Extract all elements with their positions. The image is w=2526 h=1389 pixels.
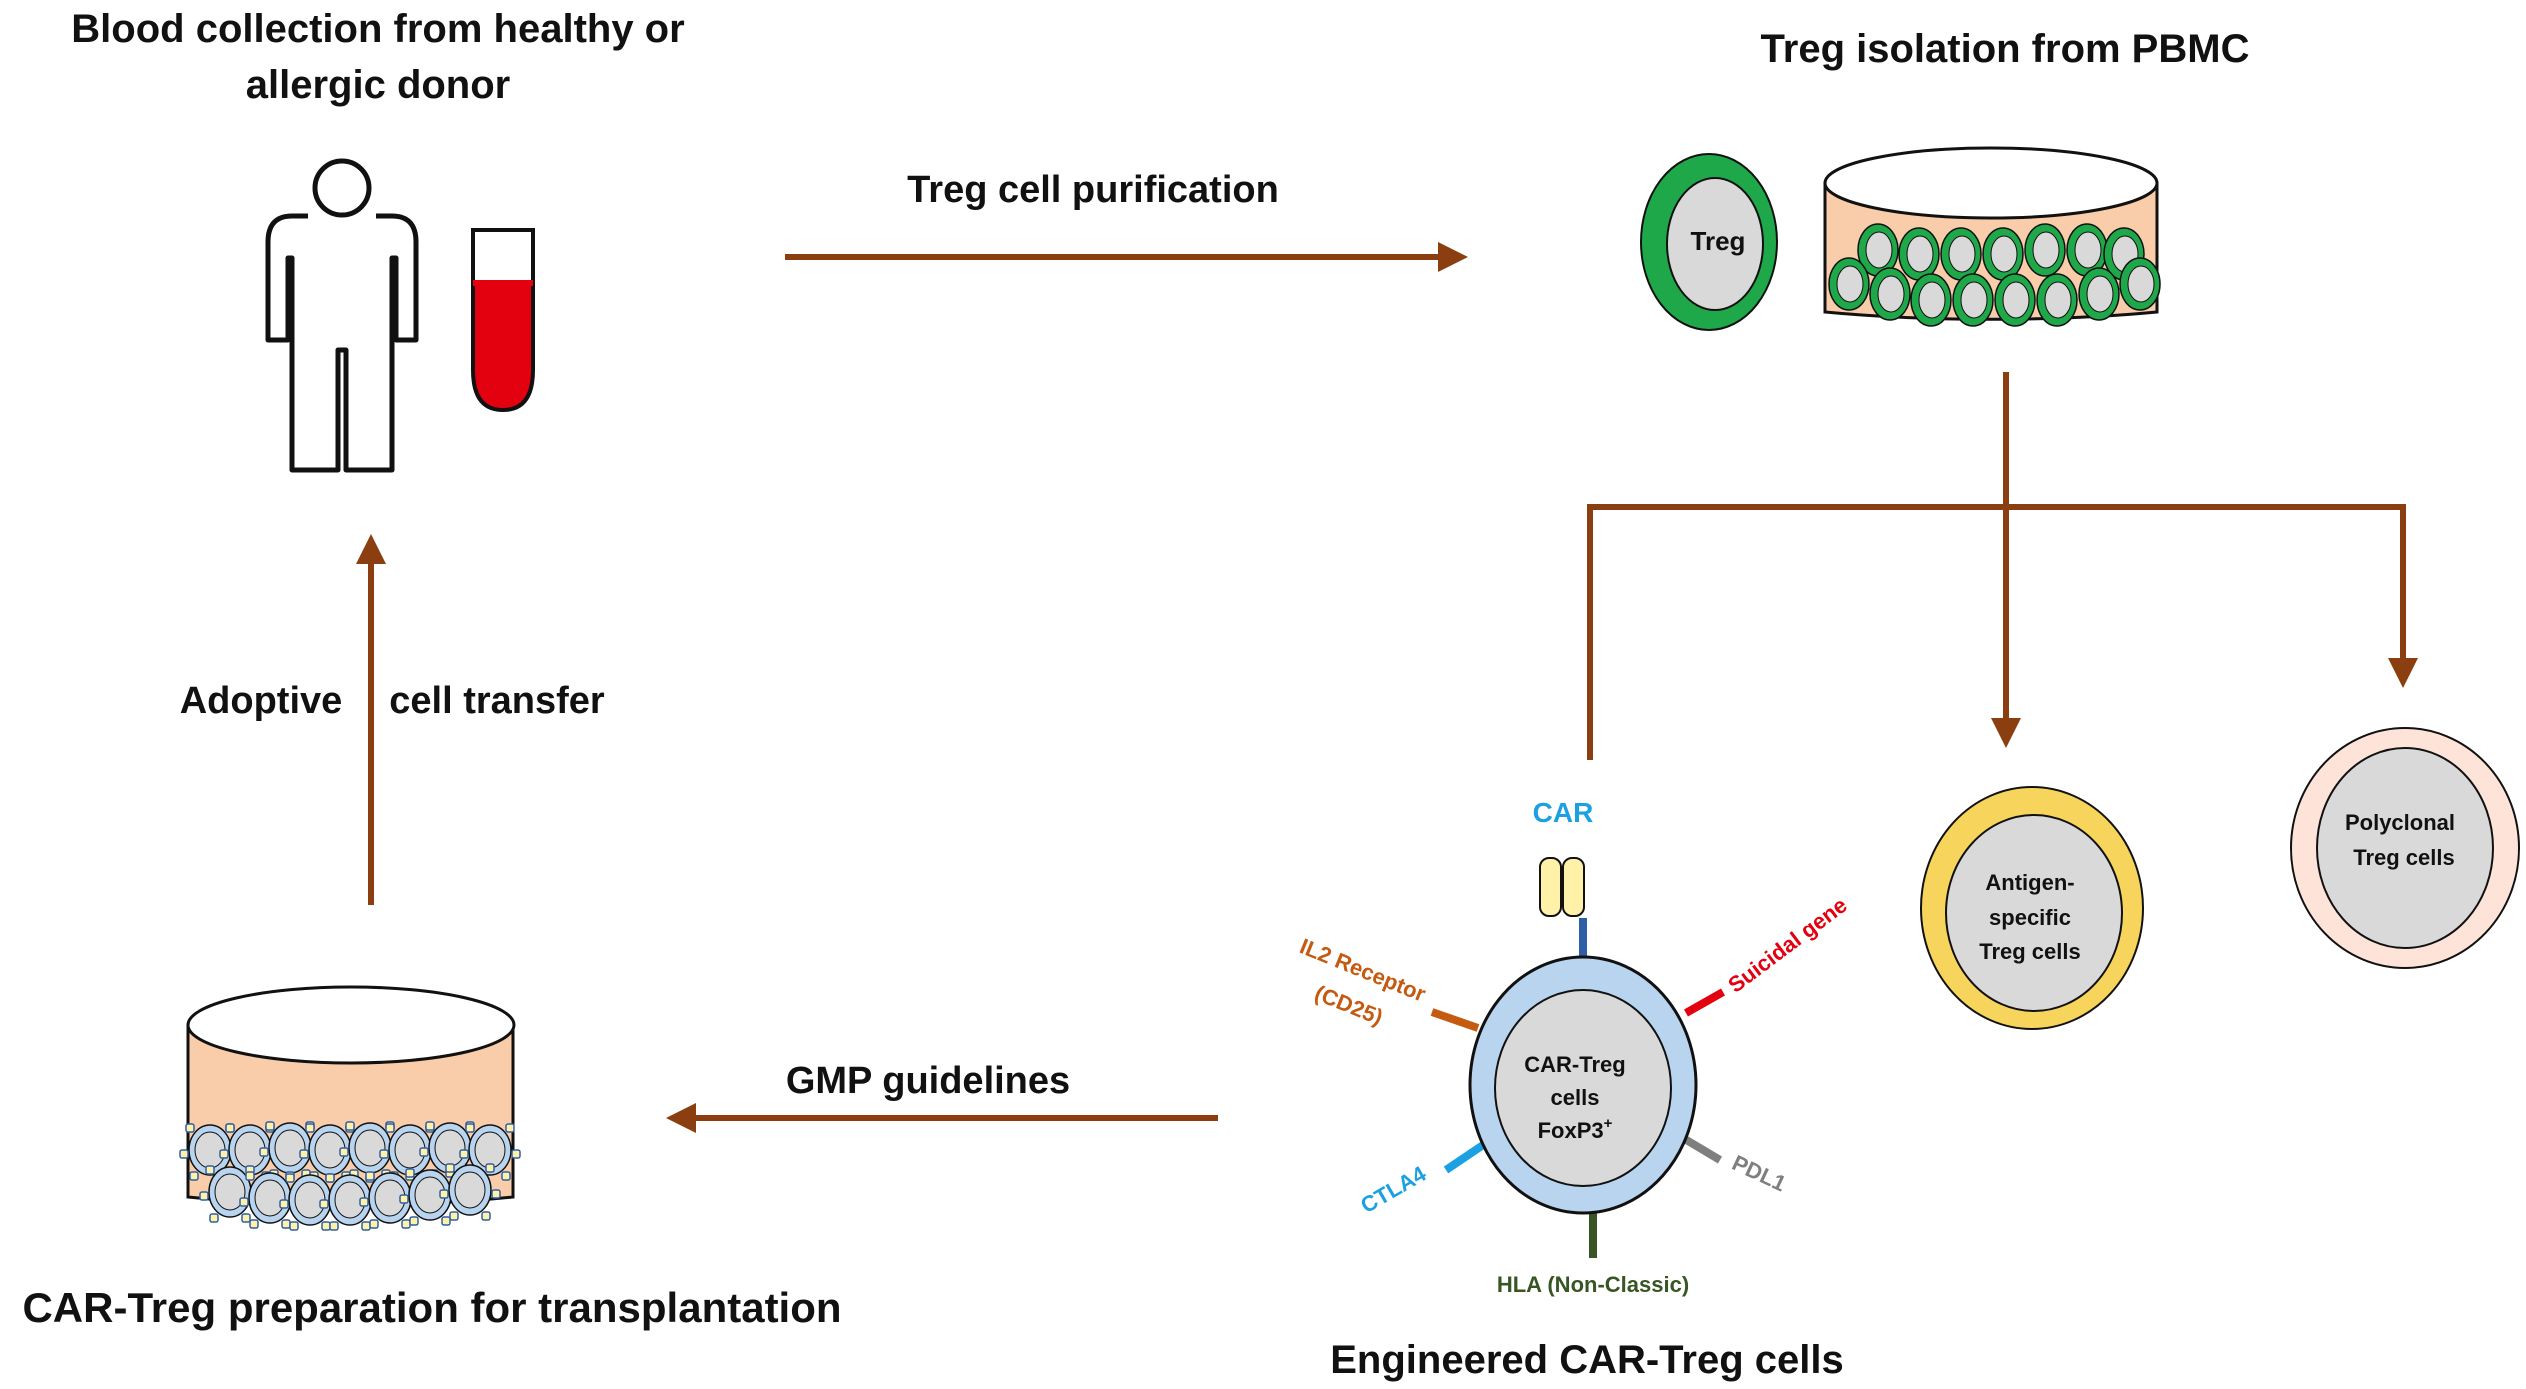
antigen-specific-label-line1: Antigen- (1985, 870, 2074, 895)
blood-tube-icon (471, 228, 535, 413)
car-treg-cell-cluster (179, 1121, 521, 1231)
car-treg-cell (1468, 955, 1698, 1215)
polyclonal-label-line1: Polyclonal (2345, 810, 2455, 835)
antigen-specific-treg-cell (1920, 786, 2144, 1030)
suicidal-gene-label: Suicidal gene (1723, 892, 1851, 997)
gmp-arrow-label: GMP guidelines (786, 1060, 1070, 1102)
car-treg-label-line3: FoxP3+ (1538, 1115, 1613, 1143)
treg-isolation-title: Treg isolation from PBMC (1761, 27, 2250, 71)
purification-arrow-label: Treg cell purification (907, 169, 1279, 211)
blood-collection-title-line2: allergic donor (246, 63, 511, 107)
car-treg-label-line1: CAR-Treg (1524, 1052, 1625, 1077)
car-treg-label-line2: cells (1551, 1085, 1600, 1110)
blood-collection-title-line1: Blood collection from healthy or (71, 7, 684, 51)
branch-arrows (1587, 372, 2418, 760)
treg-cell-label: Treg (1691, 226, 1746, 256)
pbmc-cell-cluster (1828, 223, 2161, 327)
adoptive-label: Adoptive (180, 680, 343, 722)
polyclonal-treg-cell (2290, 727, 2520, 969)
person-icon (265, 158, 419, 473)
car-receptor-icon (1539, 857, 1585, 917)
antigen-specific-label-line2: specific (1989, 905, 2071, 930)
treg-cell (1640, 153, 1778, 331)
pdl1-label: PDL1 (1728, 1150, 1790, 1196)
engineered-cells-title: Engineered CAR-Treg cells (1330, 1338, 1843, 1382)
car-label: CAR (1533, 797, 1594, 828)
cell-transfer-label: cell transfer (389, 680, 605, 722)
polyclonal-label-line2: Treg cells (2353, 845, 2455, 870)
receptor-stalks (1430, 918, 1725, 1258)
car-treg-preparation-title: CAR-Treg preparation for transplantation (22, 1284, 841, 1331)
hla-label: HLA (Non-Classic) (1497, 1272, 1689, 1297)
ctla4-label: CTLA4 (1356, 1161, 1431, 1218)
antigen-specific-label-line3: Treg cells (1979, 939, 2081, 964)
